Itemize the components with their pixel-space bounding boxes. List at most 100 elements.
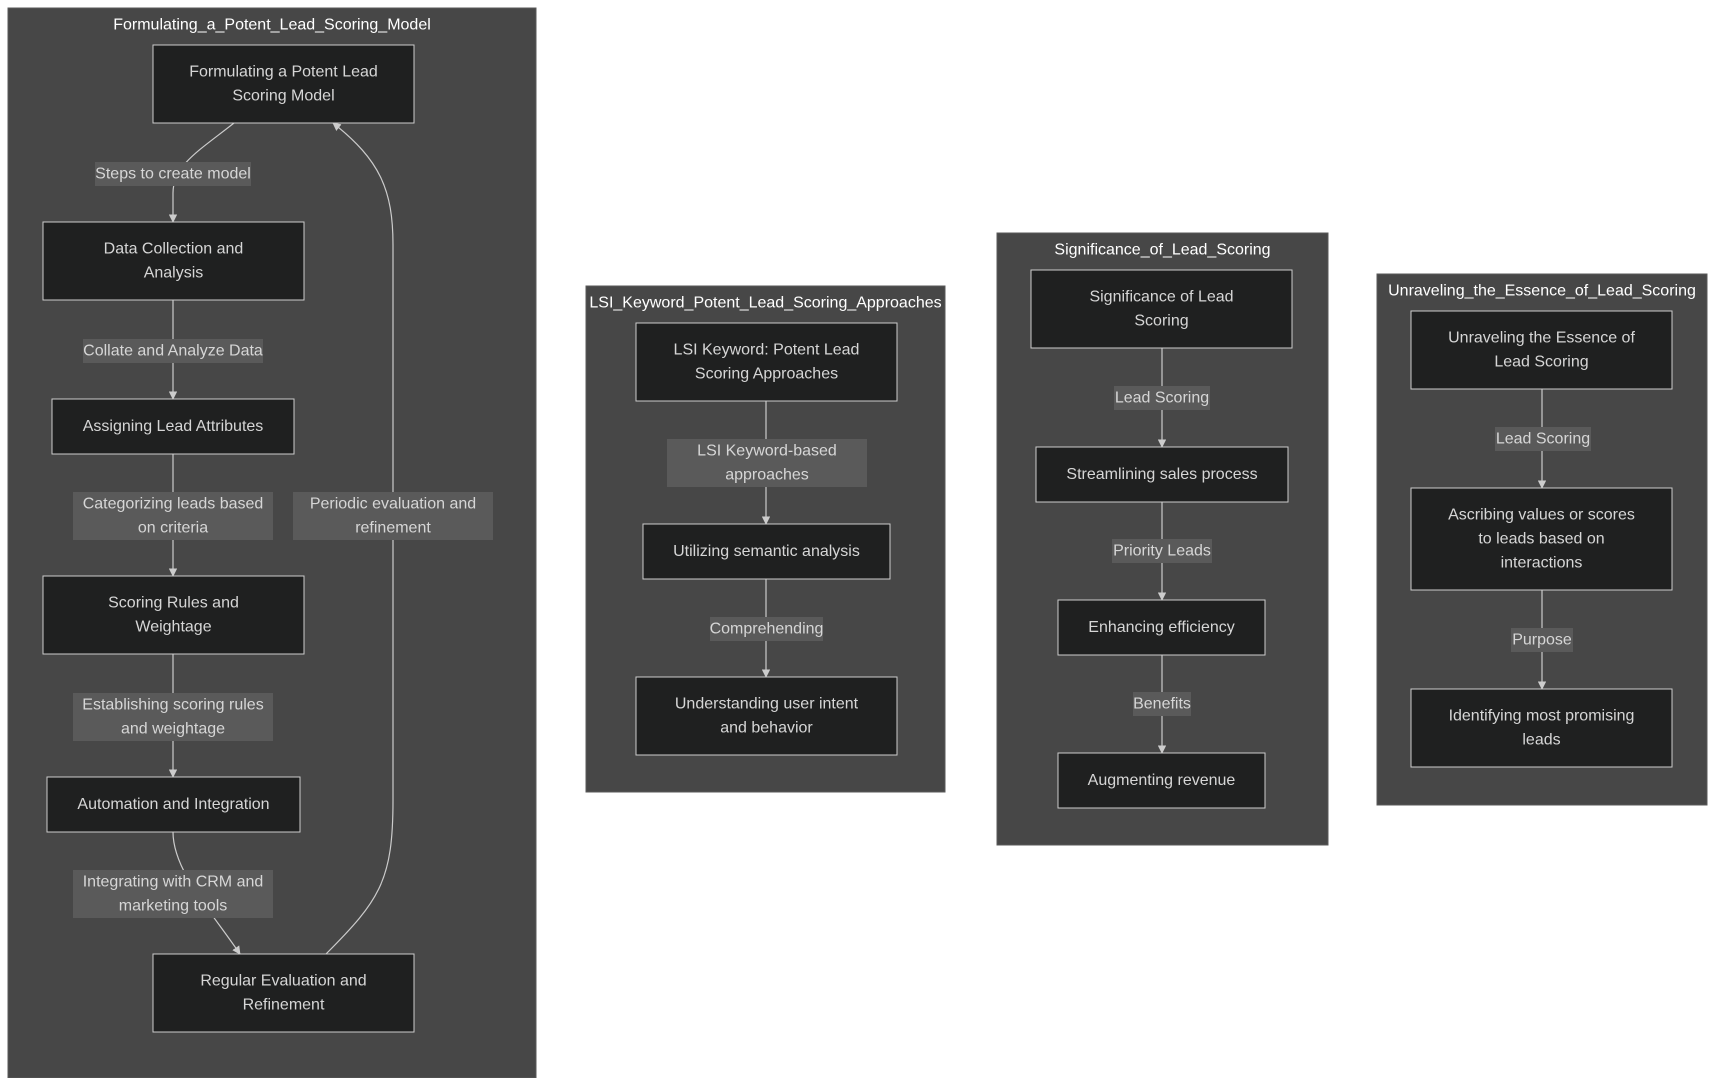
edge-label: Categorizing leads based on criteria xyxy=(73,492,273,540)
node-text-line: and behavior xyxy=(720,720,813,737)
cluster-title: Unraveling_the_Essence_of_Lead_Scoring xyxy=(1388,283,1696,300)
node-text-line: Ascribing values or scores xyxy=(1448,507,1635,524)
edge-label: Steps to create model xyxy=(95,162,251,186)
flow-node: Streamlining sales process xyxy=(1035,446,1289,503)
flow-node: Augmenting revenue xyxy=(1057,752,1266,809)
cluster-title: Formulating_a_Potent_Lead_Scoring_Model xyxy=(113,17,431,34)
edge-label-line: approaches xyxy=(725,467,809,484)
node-text-line: Scoring Rules and xyxy=(108,595,239,612)
flow-node: Automation and Integration xyxy=(46,776,301,833)
edge-label: Purpose xyxy=(1511,628,1573,652)
edge-label-line: LSI Keyword-based xyxy=(697,443,837,460)
edge-label: Comprehending xyxy=(710,617,824,641)
edge-arrow xyxy=(168,122,235,223)
node-box xyxy=(1035,446,1289,503)
edge-label: Benefits xyxy=(1133,692,1191,716)
edge-label-background xyxy=(73,492,273,540)
edge-label-line: Categorizing leads based xyxy=(83,496,264,513)
edge-label-line: Lead Scoring xyxy=(1115,390,1209,407)
edge-label-line: Comprehending xyxy=(710,621,824,638)
edge-label-background xyxy=(73,693,273,741)
node-text-line: Utilizing semantic analysis xyxy=(673,543,860,560)
edge-label-background xyxy=(73,870,273,918)
edge-label-line: Collate and Analyze Data xyxy=(83,343,263,360)
edge-label: Priority Leads xyxy=(1112,539,1212,563)
edge-label-line: and weightage xyxy=(121,721,225,738)
cluster-title: Significance_of_Lead_Scoring xyxy=(1054,242,1270,259)
node-box xyxy=(642,523,891,580)
node-text-line: Formulating a Potent Lead xyxy=(189,64,378,81)
node-box xyxy=(635,676,898,756)
edge-label-line: Benefits xyxy=(1133,696,1191,713)
node-text-line: Analysis xyxy=(144,265,204,282)
edge-label: LSI Keyword-based approaches xyxy=(667,439,867,487)
edge-label-line: Integrating with CRM and xyxy=(83,874,264,891)
edge-label-background xyxy=(1114,386,1210,410)
node-box xyxy=(51,398,295,455)
cluster-title: LSI_Keyword_Potent_Lead_Scoring_Approach… xyxy=(589,295,941,312)
edge-label-line: Lead Scoring xyxy=(1496,431,1590,448)
edge-label: Lead Scoring xyxy=(1495,427,1591,451)
node-text-line: Unraveling the Essence of xyxy=(1448,330,1635,347)
node-text-line: Assigning Lead Attributes xyxy=(83,418,264,435)
node-box xyxy=(152,953,415,1033)
node-box xyxy=(42,221,305,301)
node-text-line: Augmenting revenue xyxy=(1088,772,1236,789)
edge-label-background xyxy=(95,162,251,186)
node-text-line: Weightage xyxy=(135,619,211,636)
flow-node: Assigning Lead Attributes xyxy=(51,398,295,455)
edge-label: Lead Scoring xyxy=(1114,386,1210,410)
flow-node: Ascribing values or scores to leads based… xyxy=(1410,487,1673,591)
node-box xyxy=(1057,752,1266,809)
edge-label-line: on criteria xyxy=(138,520,208,537)
edge-arrow xyxy=(325,122,394,955)
edge-label-background xyxy=(83,339,263,363)
flow-node: Identifying most promising leads xyxy=(1410,688,1673,768)
node-text-line: Significance of Lead xyxy=(1089,289,1233,306)
node-box xyxy=(1030,269,1293,349)
edge-label-line: Establishing scoring rules xyxy=(82,697,263,714)
node-text-line: interactions xyxy=(1501,555,1583,572)
node-text-line: Streamlining sales process xyxy=(1066,466,1257,483)
node-text-line: Regular Evaluation and xyxy=(200,973,366,990)
node-text-line: Refinement xyxy=(243,997,325,1014)
node-text-line: Data Collection and xyxy=(104,241,244,258)
node-text-line: Scoring Approaches xyxy=(695,366,838,383)
node-text-line: Identifying most promising xyxy=(1449,708,1635,725)
node-box xyxy=(42,575,305,655)
node-box xyxy=(46,776,301,833)
flow-node: Enhancing efficiency xyxy=(1057,599,1266,656)
node-box xyxy=(1057,599,1266,656)
node-text-line: Scoring Model xyxy=(232,88,334,105)
node-text-line: Scoring xyxy=(1134,313,1188,330)
node-box xyxy=(152,44,415,124)
edge-label-line: Priority Leads xyxy=(1113,543,1211,560)
edge-label-background xyxy=(710,617,823,641)
node-box xyxy=(1410,688,1673,768)
edge-label-line: Steps to create model xyxy=(95,166,251,183)
node-box xyxy=(635,322,898,402)
edge-label: Integrating with CRM and marketing tools xyxy=(73,870,273,918)
node-text-line: LSI Keyword: Potent Lead xyxy=(674,342,860,359)
node-box xyxy=(1410,310,1673,390)
edge-label-line: refinement xyxy=(355,520,431,537)
node-text-line: leads xyxy=(1522,732,1560,749)
edge-label-background xyxy=(667,439,867,487)
node-text-line: to leads based on xyxy=(1478,531,1604,548)
edge-label-background xyxy=(1112,539,1212,563)
edge-label: Collate and Analyze Data xyxy=(83,339,263,363)
flow-node: Utilizing semantic analysis xyxy=(642,523,891,580)
node-text-line: Automation and Integration xyxy=(77,796,269,813)
edge-label-line: Purpose xyxy=(1512,632,1572,649)
edge-label-line: marketing tools xyxy=(119,898,228,915)
edge-label-background xyxy=(293,492,493,540)
